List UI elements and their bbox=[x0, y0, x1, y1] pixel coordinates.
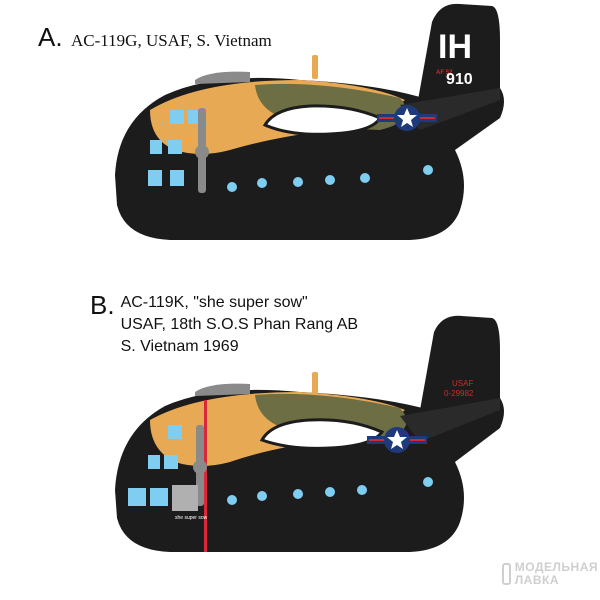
aircraft-b-insignia-star bbox=[387, 430, 407, 449]
aircraft-b-prop-hub bbox=[193, 460, 207, 474]
aircraft-a-porthole bbox=[227, 182, 237, 192]
aircraft-b-insignia bbox=[367, 427, 427, 453]
aircraft-a-portholes bbox=[227, 165, 433, 192]
aircraft-a-propeller bbox=[195, 108, 209, 193]
aircraft-a-porthole bbox=[325, 175, 335, 185]
aircraft-b-porthole bbox=[423, 477, 433, 487]
aircraft-a-prop-blade bbox=[198, 108, 206, 148]
aircraft-a: IH AF 52 910 bbox=[115, 3, 504, 240]
aircraft-a-window bbox=[148, 170, 162, 186]
aircraft-b-top-hump bbox=[195, 383, 250, 396]
aircraft-a-tail-code: IH bbox=[438, 28, 472, 66]
aircraft-a-antenna bbox=[312, 55, 318, 79]
aircraft-b-porthole bbox=[325, 487, 335, 497]
aircraft-b-antenna bbox=[312, 372, 318, 394]
aircraft-b-window bbox=[128, 488, 146, 506]
caption-b-lines: AC-119K, "she super sow" USAF, 18th S.O.… bbox=[121, 292, 358, 358]
aircraft-a-porthole bbox=[360, 173, 370, 183]
watermark-logo-icon bbox=[502, 563, 511, 585]
aircraft-b-window bbox=[164, 455, 178, 469]
watermark-text: МОДЕЛЬНАЯ ЛАВКА bbox=[515, 561, 598, 587]
aircraft-b-nose-art-text: she super sow bbox=[175, 515, 208, 521]
watermark-line-1: МОДЕЛЬНАЯ bbox=[514, 560, 598, 574]
aircraft-b-porthole bbox=[257, 491, 267, 501]
aircraft-b-wing-fairing bbox=[259, 418, 385, 450]
aircraft-b-stabilizer bbox=[400, 398, 500, 442]
caption-a-text: AC-119G, USAF, S. Vietnam bbox=[71, 31, 272, 50]
aircraft-b-windows bbox=[128, 425, 182, 506]
caption-b: B. AC-119K, "she super sow" USAF, 18th S… bbox=[90, 290, 358, 358]
aircraft-b-tail-marking-2: 0-29982 bbox=[444, 389, 474, 398]
aircraft-b-porthole bbox=[293, 489, 303, 499]
aircraft-a-top-hump bbox=[195, 71, 250, 84]
aircraft-a-tail-fin bbox=[418, 3, 500, 100]
aircraft-b-tail-fin bbox=[420, 315, 500, 410]
aircraft-b-portholes bbox=[227, 477, 433, 505]
aircraft-a-porthole bbox=[257, 178, 267, 188]
aircraft-b: she super sow USAF 0-29982 bbox=[115, 315, 504, 552]
aircraft-b-window bbox=[150, 488, 168, 506]
aircraft-a-window bbox=[170, 170, 184, 186]
aircraft-a-window bbox=[168, 140, 182, 154]
caption-a: A. AC-119G, USAF, S. Vietnam bbox=[38, 22, 272, 53]
aircraft-b-tail-marking-1: USAF bbox=[452, 379, 473, 388]
aircraft-a-porthole bbox=[423, 165, 433, 175]
aircraft-a-windows bbox=[148, 110, 202, 186]
caption-b-line-2: USAF, 18th S.O.S Phan Rang AB bbox=[120, 316, 359, 333]
watermark: МОДЕЛЬНАЯ ЛАВКА bbox=[502, 552, 598, 596]
caption-a-letter: A. bbox=[38, 22, 63, 52]
aircraft-b-window bbox=[168, 425, 182, 439]
aircraft-b-window bbox=[148, 455, 160, 469]
aircraft-b-prop-blade bbox=[196, 425, 204, 463]
aircraft-a-insignia bbox=[377, 105, 437, 131]
aircraft-a-porthole bbox=[293, 177, 303, 187]
watermark-line-2: ЛАВКА bbox=[514, 573, 560, 587]
aircraft-a-window bbox=[150, 140, 162, 154]
aircraft-a-serial: 910 bbox=[446, 71, 473, 88]
aircraft-b-porthole bbox=[357, 485, 367, 495]
aircraft-a-insignia-star bbox=[397, 108, 417, 127]
aircraft-a-prop-blade bbox=[198, 155, 206, 193]
aircraft-b-nose-art bbox=[172, 485, 198, 511]
aircraft-a-serial-prefix: AF 52 bbox=[436, 70, 453, 76]
aircraft-a-window bbox=[170, 110, 184, 124]
caption-b-letter: B. bbox=[90, 290, 115, 320]
caption-b-line-1: AC-119K, "she super sow" bbox=[120, 294, 308, 311]
aircraft-b-fuselage-stripe bbox=[204, 400, 207, 552]
caption-b-line-3: S. Vietnam 1969 bbox=[120, 338, 239, 355]
aircraft-b-porthole bbox=[227, 495, 237, 505]
aircraft-a-prop-hub bbox=[195, 145, 209, 159]
